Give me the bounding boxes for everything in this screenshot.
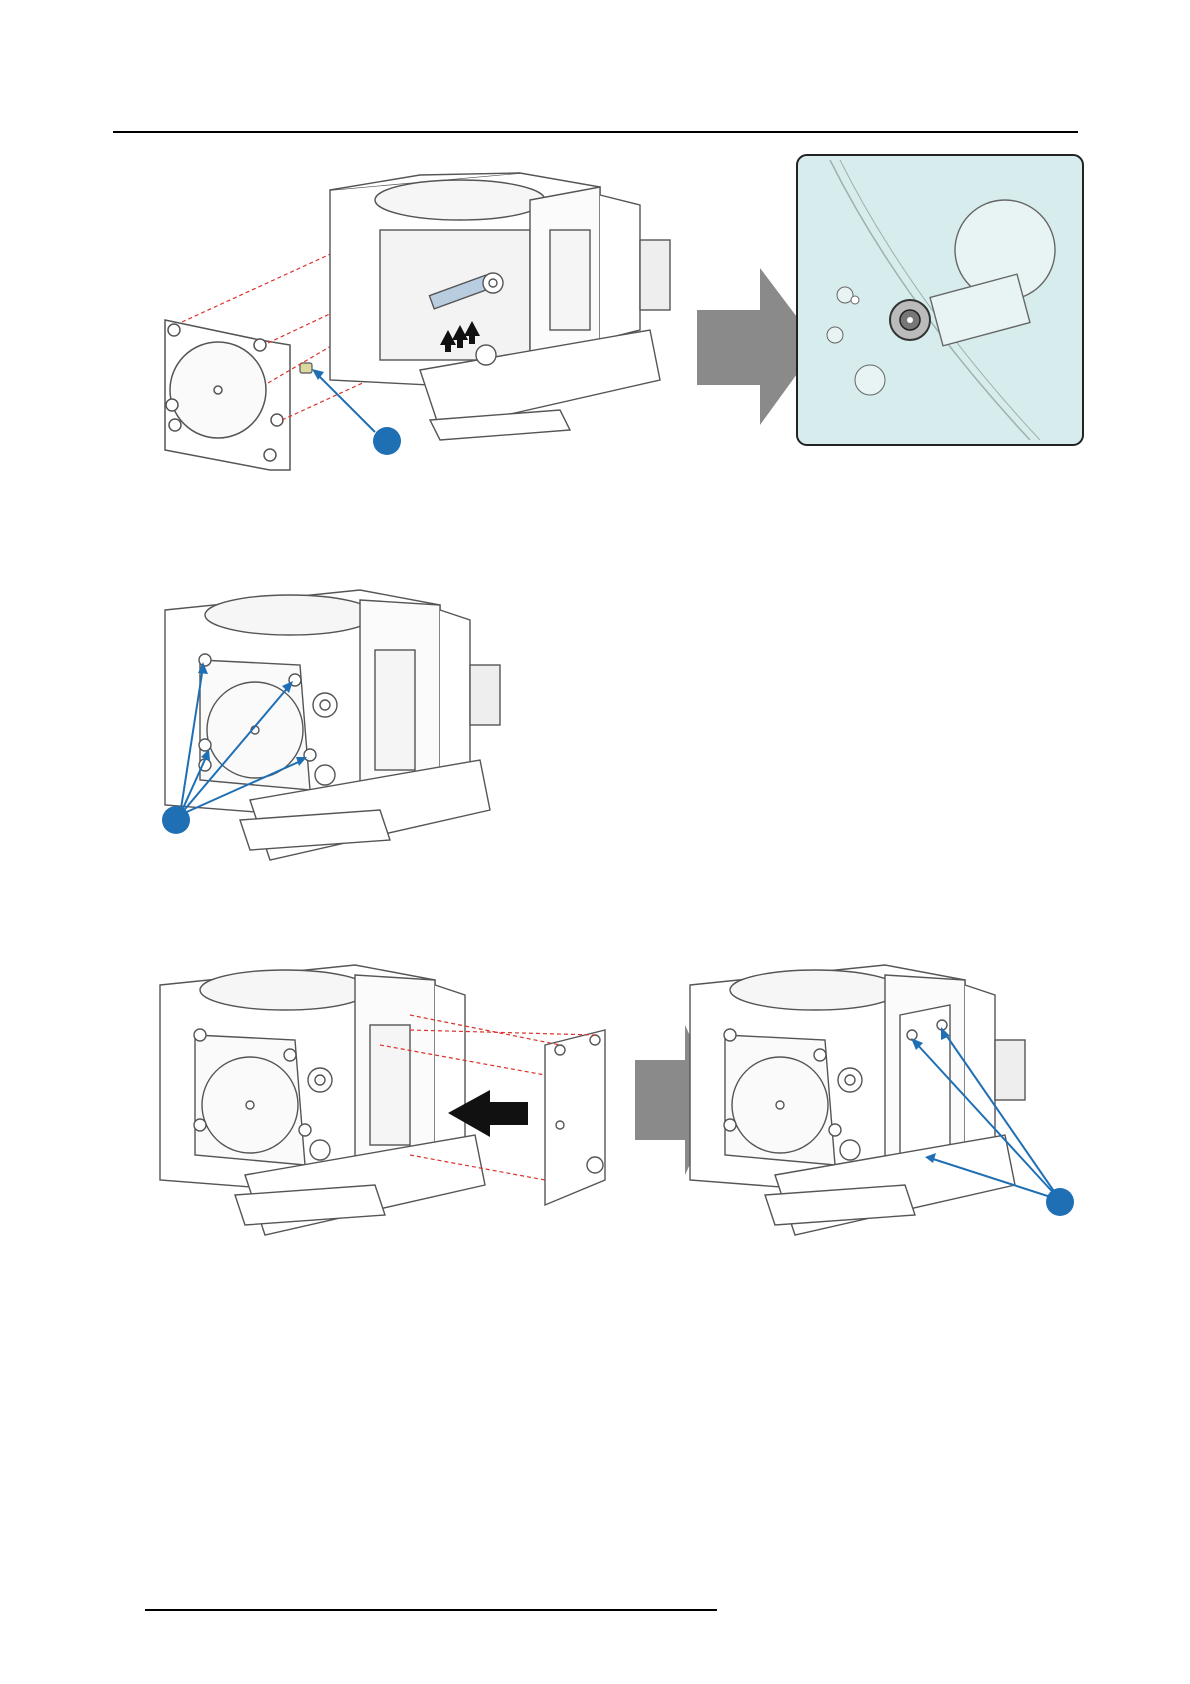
callout-bottom: [1046, 1188, 1074, 1216]
housing-block-3b: [690, 965, 1025, 1235]
housing-block-3a: [160, 965, 485, 1235]
side-plate: [545, 1030, 605, 1205]
footer-rule: [145, 1609, 717, 1611]
